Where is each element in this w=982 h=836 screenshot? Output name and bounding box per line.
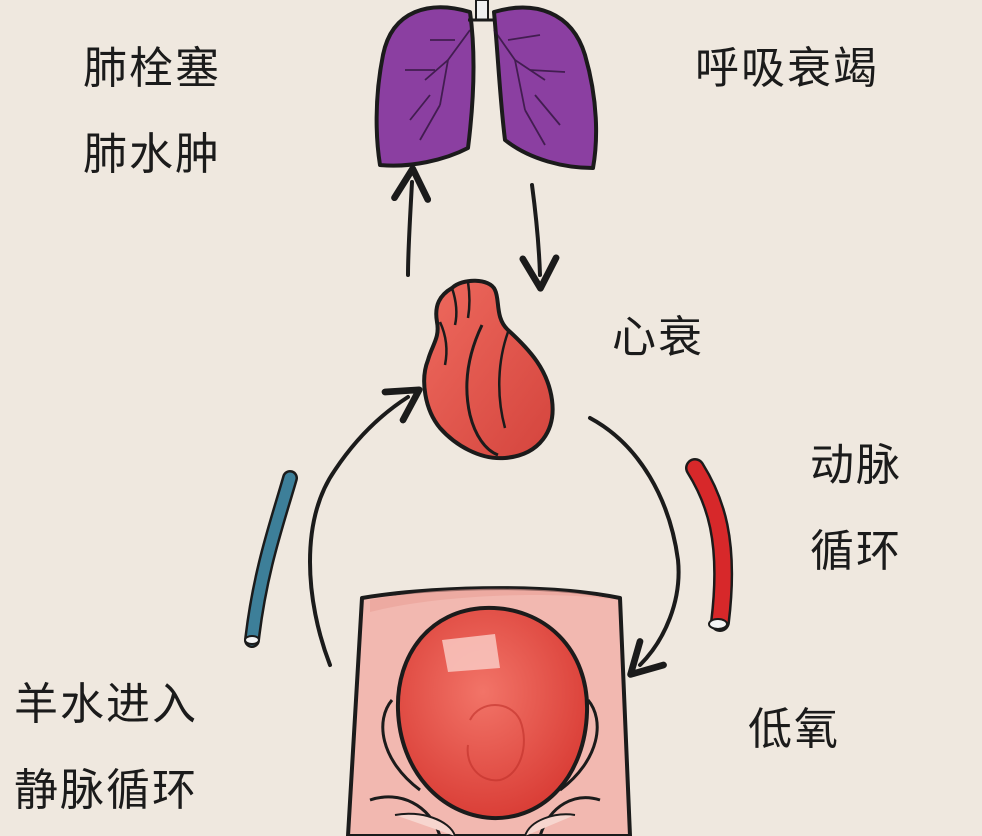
circulation-arrows xyxy=(308,386,681,678)
label-arterial: 动脉 xyxy=(810,440,902,491)
label-heart-failure: 心衰 xyxy=(612,312,704,363)
vein-icon xyxy=(244,470,298,648)
label-circulation-right: 循环 xyxy=(810,526,902,577)
label-venous-circulation: 静脉循环 xyxy=(14,765,198,816)
lungs-icon xyxy=(374,0,599,170)
artery-icon xyxy=(685,458,734,632)
label-respiratory-failure: 呼吸衰竭 xyxy=(695,43,879,94)
pregnant-abdomen-icon xyxy=(346,586,632,836)
label-pulmonary-embolism: 肺栓塞 xyxy=(83,43,221,94)
heart-icon xyxy=(422,278,555,461)
label-pulmonary-edema: 肺水肿 xyxy=(83,129,221,180)
lungs-heart-arrows xyxy=(391,165,560,292)
label-hypoxia: 低氧 xyxy=(748,704,840,755)
label-amniotic-fluid-entry: 羊水进入 xyxy=(14,679,198,730)
